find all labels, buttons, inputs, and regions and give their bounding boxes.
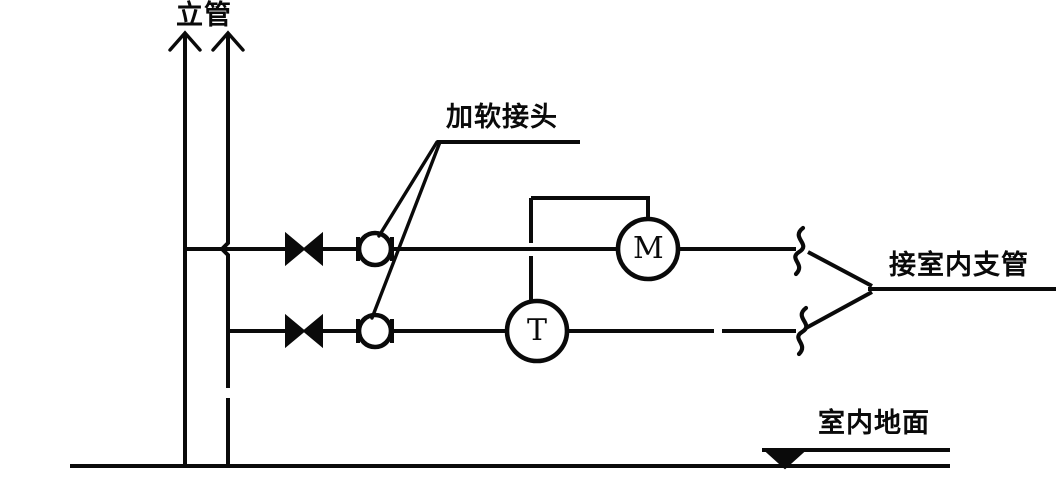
meter-bracket-group [529, 196, 650, 304]
break-symbol-upper [793, 225, 806, 277]
valve-upper-right-triangle [302, 231, 323, 267]
ground-line-group [70, 448, 950, 470]
flex-joint-lower-circle [356, 312, 394, 350]
break-symbol-upper-path [793, 225, 806, 277]
meter-letter: M [633, 231, 664, 266]
label-riser: 立管 [176, 0, 232, 31]
meter-circle-outline [615, 216, 681, 282]
thermometer-letter: T [526, 313, 547, 348]
upper-pipe-run [185, 247, 873, 288]
valve-lower-right-triangle [302, 313, 323, 349]
flex-joint-upper [356, 230, 394, 268]
bracket-top-bar [531, 196, 650, 222]
label-flexible-joint: 加软接头 [446, 102, 558, 133]
valve-lower-left-triangle [285, 313, 306, 349]
flex-joint-leader-lines [370, 140, 580, 320]
leader-line-to-lower-joint [370, 140, 442, 320]
valve-upper [285, 231, 323, 267]
upper-pipe-converge [807, 250, 873, 288]
lower-pipe-run [228, 290, 873, 333]
label-indoor-branch: 接室内支管 [889, 250, 1029, 281]
valve-lower [285, 313, 323, 349]
valve-upper-left-triangle [285, 231, 306, 267]
lower-pipe-converge [805, 290, 873, 330]
label-indoor-floor: 室内地面 [818, 408, 930, 439]
meter-circle [615, 216, 681, 282]
flex-joint-lower [356, 312, 394, 350]
riser-pipe-group [168, 30, 245, 466]
break-symbol-lower [796, 305, 809, 357]
leader-line-to-upper-joint [377, 140, 439, 238]
flex-joint-upper-circle [356, 230, 394, 268]
thermometer-circle-outline [504, 298, 570, 364]
thermometer-circle [504, 298, 570, 364]
break-symbol-lower-path [796, 305, 809, 357]
